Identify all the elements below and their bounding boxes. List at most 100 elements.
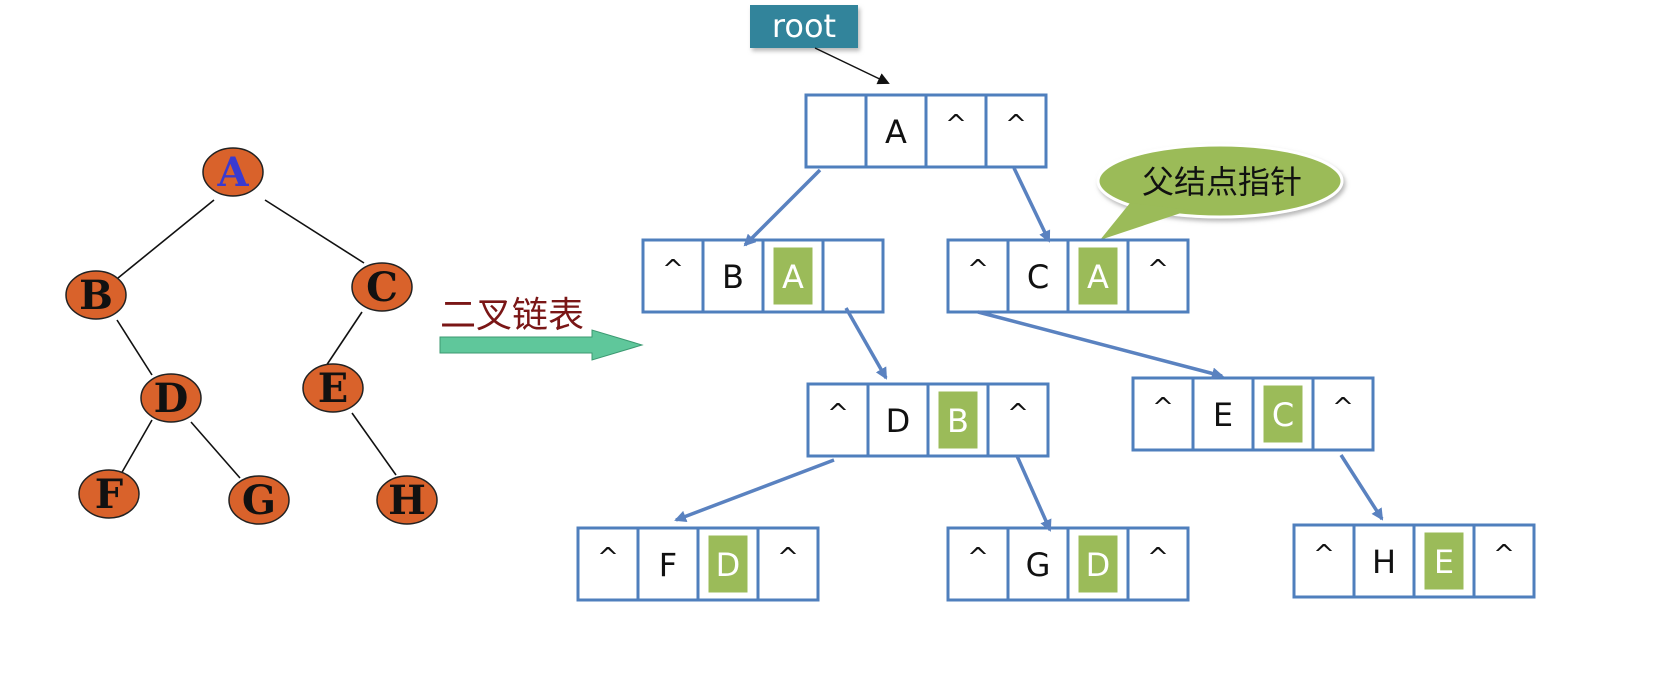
callout-bubble: [1096, 143, 1344, 219]
cell-data: [1191, 376, 1255, 452]
cell-rchild-null: ^: [1007, 399, 1029, 429]
tree-node-label: A: [216, 149, 249, 196]
cell-rchild-null: ^: [777, 543, 799, 573]
tree-node-label: D: [154, 375, 189, 422]
tree-nodes: A B C D E F G H: [65, 147, 438, 525]
cell-rchild: [756, 526, 820, 602]
tree-node-circle: [376, 475, 438, 525]
link-arrow-e-h: [1339, 454, 1384, 521]
tree-node-circle: [140, 373, 202, 423]
root-label: root: [772, 7, 836, 45]
tree-edge-a-c: [264, 199, 365, 264]
cell-rchild: [984, 93, 1048, 169]
root-arrow: [814, 47, 890, 85]
cell-lchild: [806, 382, 870, 458]
tree-node-label: B: [79, 272, 113, 319]
parent-pointer-highlight: [1075, 532, 1121, 596]
tree-node-label: H: [388, 477, 426, 524]
parent-pointer-highlight: [770, 244, 816, 308]
root-pointer: root: [750, 5, 890, 85]
cell-rchild-null: ^: [1332, 393, 1354, 423]
tree-node-b: B: [65, 270, 127, 320]
cell-lchild-null: ^: [597, 543, 619, 573]
link-arrow-d-f: [674, 458, 835, 523]
cell-rchild-null: ^: [1493, 540, 1515, 570]
tree-edge-c-e: [325, 311, 363, 367]
cell-lchild: [804, 93, 868, 169]
parent-pointer-highlight: [705, 532, 751, 596]
tree-node-circle: [65, 270, 127, 320]
tree-node-label: F: [95, 471, 123, 518]
tree-edge-b-d: [116, 319, 153, 376]
cell-lchild-null: ^: [967, 255, 989, 285]
cell-data-text: H: [1372, 543, 1396, 581]
cell-parent-null: ^: [945, 110, 967, 140]
tree-edge-d-g: [190, 421, 241, 479]
link-arrow-a-b: [743, 168, 822, 247]
cell-parent-text: C: [1272, 396, 1294, 434]
cell-rchild: [1126, 526, 1190, 602]
tree-edge-a-b: [117, 199, 215, 279]
cell-data-text: E: [1213, 396, 1233, 434]
cell-data-text: A: [885, 113, 907, 151]
tree-node-c: C: [351, 262, 413, 312]
root-box: [750, 5, 858, 48]
tree-node-g: G: [228, 475, 290, 525]
cell-rchild: [1126, 238, 1190, 314]
transform-label: 二叉链表: [440, 295, 584, 336]
tree-edge-d-f: [120, 419, 153, 475]
cell-data: [864, 93, 928, 169]
cell-lchild-null: ^: [662, 255, 684, 285]
cell-lchild-null: ^: [1313, 540, 1335, 570]
cell-data-text: F: [659, 546, 677, 584]
cell-lchild-null: ^: [827, 399, 849, 429]
tree-node-label: G: [242, 477, 276, 524]
cell-rchild: [1472, 523, 1536, 599]
cell-lchild: [1292, 523, 1356, 599]
cell-parent-text: B: [947, 402, 969, 440]
link-arrow-d-g: [1015, 455, 1052, 532]
cell-lchild: [946, 238, 1010, 314]
cell-parent-text: D: [716, 546, 741, 584]
tree-node-circle: [228, 475, 290, 525]
cell-data: [1006, 526, 1070, 602]
parent-pointer-highlight: [1421, 529, 1467, 593]
cell-data-text: B: [722, 258, 744, 296]
link-arrow-c-e: [977, 310, 1224, 380]
cell-lchild-null: ^: [1152, 393, 1174, 423]
parent-pointer-highlight: [935, 388, 981, 452]
tree-node-e: E: [302, 363, 364, 413]
cell-rchild-null: ^: [1005, 110, 1027, 140]
tree-node-a: A: [202, 147, 264, 197]
cell-rchild: [821, 238, 885, 314]
linked-node-e: ^ E C ^: [1131, 376, 1375, 452]
linked-arrows: [674, 167, 1384, 532]
parent-pointer-callout: 父结点指针: [1096, 143, 1344, 242]
cell-lchild: [946, 526, 1010, 602]
tree-node-circle: [302, 363, 364, 413]
cell-parent-text: A: [1087, 258, 1109, 296]
cell-data-text: C: [1027, 258, 1049, 296]
cell-parent: [924, 93, 988, 169]
cell-data-text: G: [1026, 546, 1051, 584]
tree-node-d: D: [140, 373, 202, 423]
cell-data-text: D: [886, 402, 911, 440]
tree-node-h: H: [376, 475, 438, 525]
cell-parent-text: E: [1434, 543, 1454, 581]
cell-parent-text: A: [782, 258, 804, 296]
cell-rchild-null: ^: [1147, 255, 1169, 285]
linked-node-f: ^ F D ^: [576, 526, 820, 602]
tree-node-label: C: [366, 264, 398, 311]
cell-data: [1006, 238, 1070, 314]
parent-pointer-highlight: [1075, 244, 1121, 308]
tree-node-label: E: [318, 365, 349, 412]
tree-edge-e-h: [351, 412, 397, 476]
tree-node-circle: [351, 262, 413, 312]
